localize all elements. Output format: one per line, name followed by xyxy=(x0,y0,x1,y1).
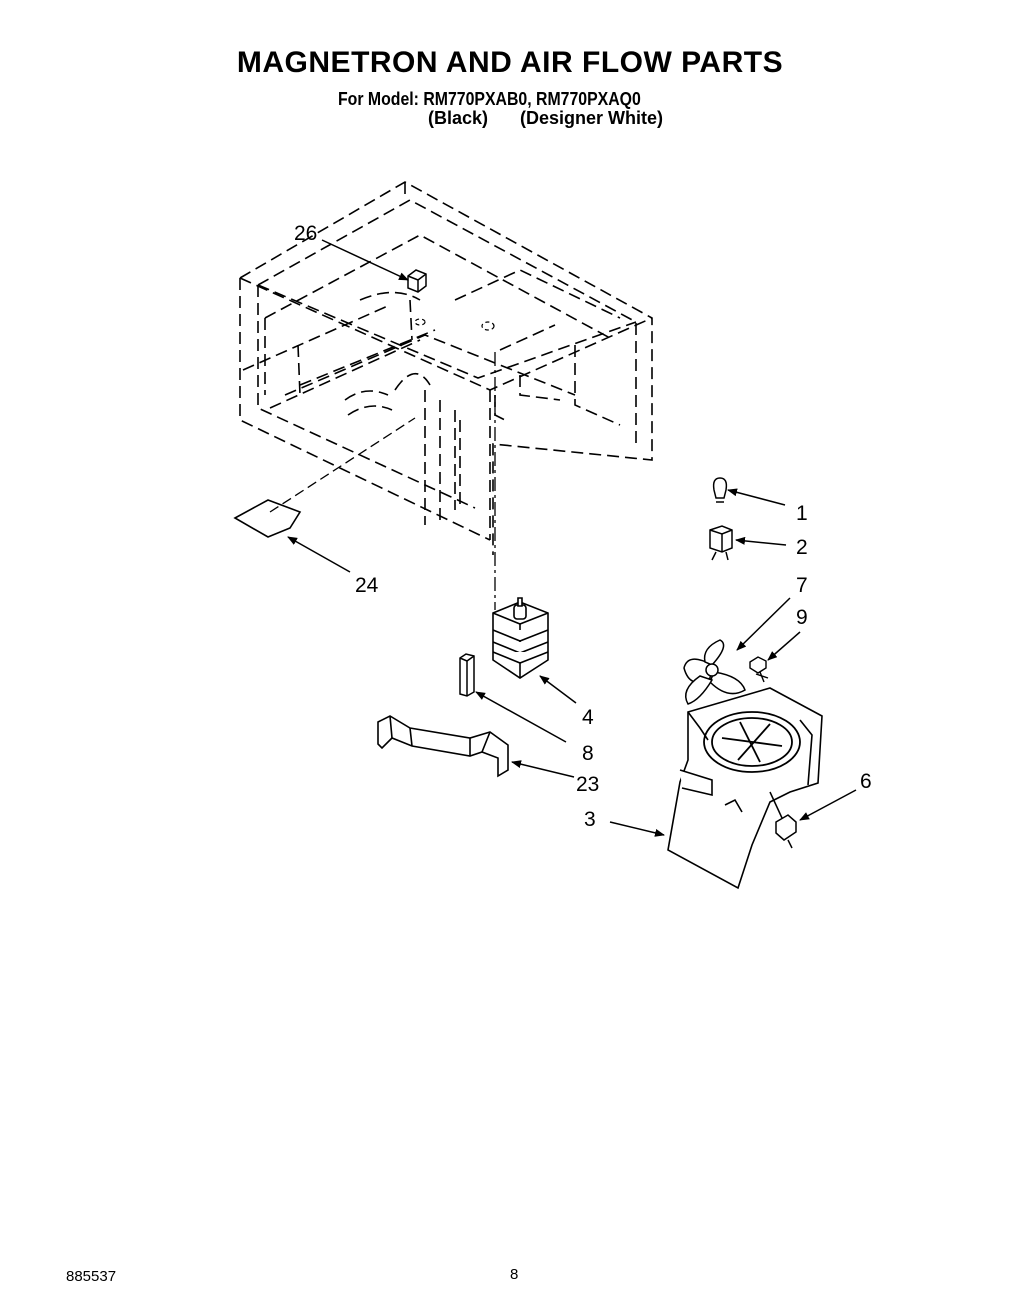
part-8-bar xyxy=(459,653,475,697)
part-24-plate xyxy=(233,499,302,538)
callout-1: 1 xyxy=(796,502,808,525)
arrow-9 xyxy=(767,631,801,661)
part-6-clip xyxy=(769,791,797,849)
part-4-magnetron xyxy=(492,597,549,679)
color-variant-white: (Designer White) xyxy=(520,108,664,128)
part-24-leader xyxy=(269,417,416,513)
page-number: 8 xyxy=(510,1266,519,1283)
arrow-4 xyxy=(539,675,577,704)
microwave-cavity-outline xyxy=(239,181,653,555)
callout-6: 6 xyxy=(860,770,872,793)
callout-9: 9 xyxy=(796,606,808,629)
arrow-23 xyxy=(511,760,575,778)
part-23-bracket xyxy=(377,715,509,778)
arrow-24 xyxy=(287,536,351,573)
model-numbers: For Model: RM770PXAB0, RM770PXAQ0 xyxy=(338,89,641,109)
arrow-1 xyxy=(727,488,786,506)
part-1-lamp-bulb xyxy=(712,477,728,503)
arrow-26 xyxy=(321,239,409,281)
leader-arrows xyxy=(287,239,857,837)
arrow-7 xyxy=(736,597,791,651)
part-3-air-duct xyxy=(667,687,823,890)
part-2-lamp-socket xyxy=(709,525,733,561)
page-title: MAGNETRON AND AIR FLOW PARTS xyxy=(236,46,784,79)
callout-3: 3 xyxy=(584,808,596,831)
part-7-fan-blade xyxy=(683,639,746,705)
callout-23: 23 xyxy=(576,773,599,796)
callout-7: 7 xyxy=(796,574,808,597)
color-variant-black: (Black) xyxy=(428,108,489,128)
callout-8: 8 xyxy=(582,742,594,765)
cavity-holes xyxy=(414,318,495,331)
document-number: 885537 xyxy=(66,1268,117,1285)
callout-26: 26 xyxy=(294,222,317,245)
callout-24: 24 xyxy=(355,574,379,597)
fan-ring xyxy=(703,711,801,773)
arrow-6 xyxy=(799,789,857,821)
callout-numbers: 26 24 1 2 7 9 4 8 23 3 6 xyxy=(294,222,872,831)
part-26-block xyxy=(407,269,427,293)
callout-4: 4 xyxy=(582,706,594,729)
part-9-screw xyxy=(749,656,769,683)
callout-2: 2 xyxy=(796,536,808,559)
arrow-2 xyxy=(735,536,787,546)
arrow-8 xyxy=(475,691,567,743)
arrow-3 xyxy=(609,821,665,837)
